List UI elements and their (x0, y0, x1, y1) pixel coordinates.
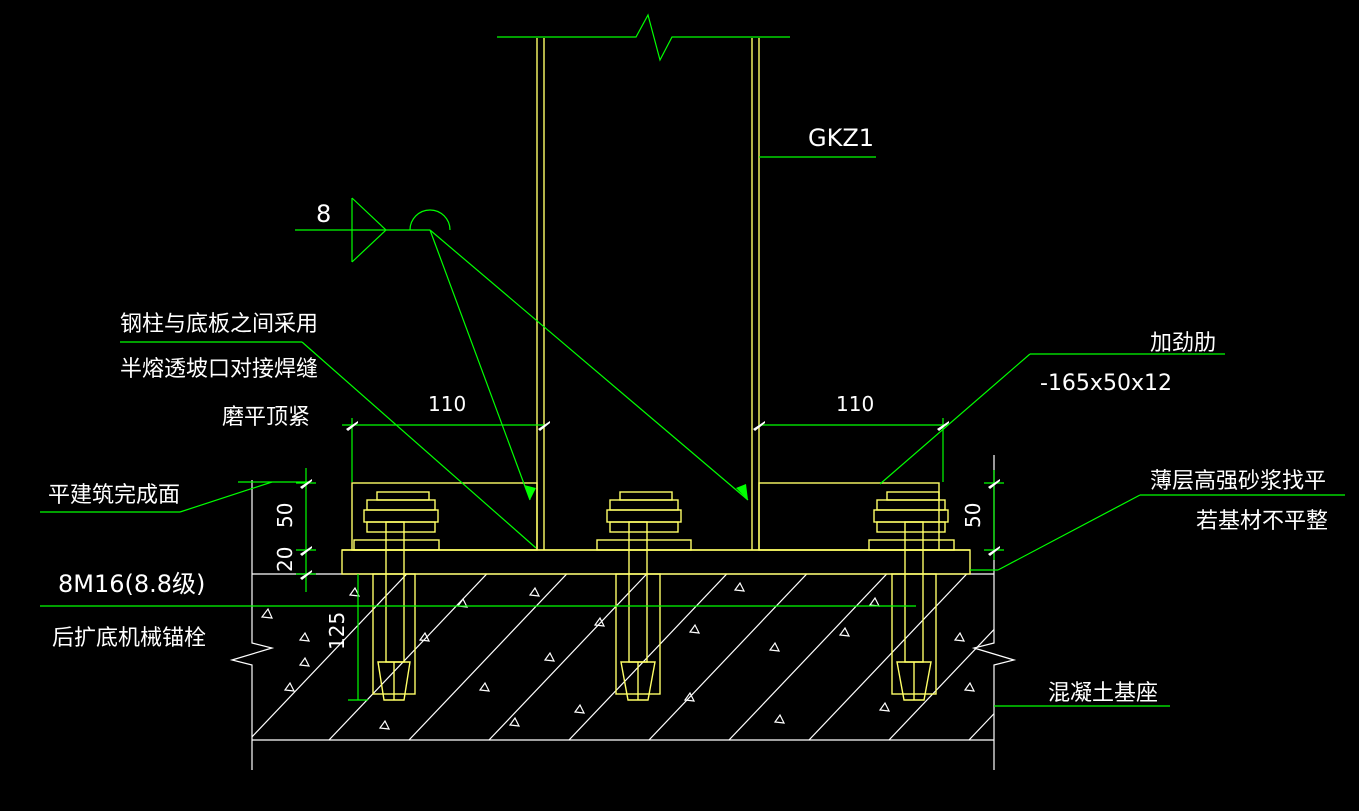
steel-column (536, 38, 760, 550)
dim-grout-thickness: 20 (273, 547, 297, 572)
concrete-base-label: 混凝土基座 (1048, 681, 1158, 706)
weld-note-line3: 磨平顶紧 (222, 405, 310, 430)
anchor-bolt-left (353, 491, 440, 701)
weld-size-label: 8 (316, 200, 331, 228)
pedestal-right-edge (971, 455, 1017, 770)
leader-lines (40, 156, 1345, 707)
anchor-bolts (353, 491, 955, 701)
concrete-hatch (252, 574, 994, 740)
aggregate-marks (260, 581, 976, 730)
finish-surface-label: 平建筑完成面 (48, 483, 180, 508)
dim-embed-depth: 125 (325, 612, 349, 650)
grout-note-line2: 若基材不平整 (1196, 509, 1328, 534)
anchor-spec-label: 8M16(8.8级) (58, 570, 205, 598)
dim-stiffener-height-left: 50 (273, 503, 297, 528)
grout-note-line1: 薄层高强砂浆找平 (1150, 469, 1326, 494)
column-id-label: GKZ1 (808, 124, 874, 152)
weld-note-line2: 半熔透坡口对接焊缝 (120, 357, 318, 382)
anchor-bolt-right (868, 491, 955, 701)
dim-left-offset: 110 (428, 392, 466, 416)
column-break-line (497, 13, 790, 62)
dim-stiffener-height-right: 50 (961, 503, 985, 528)
weld-note-line1: 钢柱与底板之间采用 (120, 312, 318, 337)
stiffener-title: 加劲肋 (1150, 331, 1216, 356)
dimension-ticks (300, 421, 1000, 580)
dim-right-offset: 110 (836, 392, 874, 416)
stiffeners (351, 482, 940, 551)
anchor-type-label: 后扩底机械锚栓 (52, 626, 206, 651)
base-plate (341, 549, 971, 575)
pedestal-left-edge (229, 480, 275, 770)
leader-arrowheads (524, 484, 748, 500)
anchor-bolt-center (596, 491, 692, 701)
stiffener-spec: -165x50x12 (1040, 371, 1172, 396)
